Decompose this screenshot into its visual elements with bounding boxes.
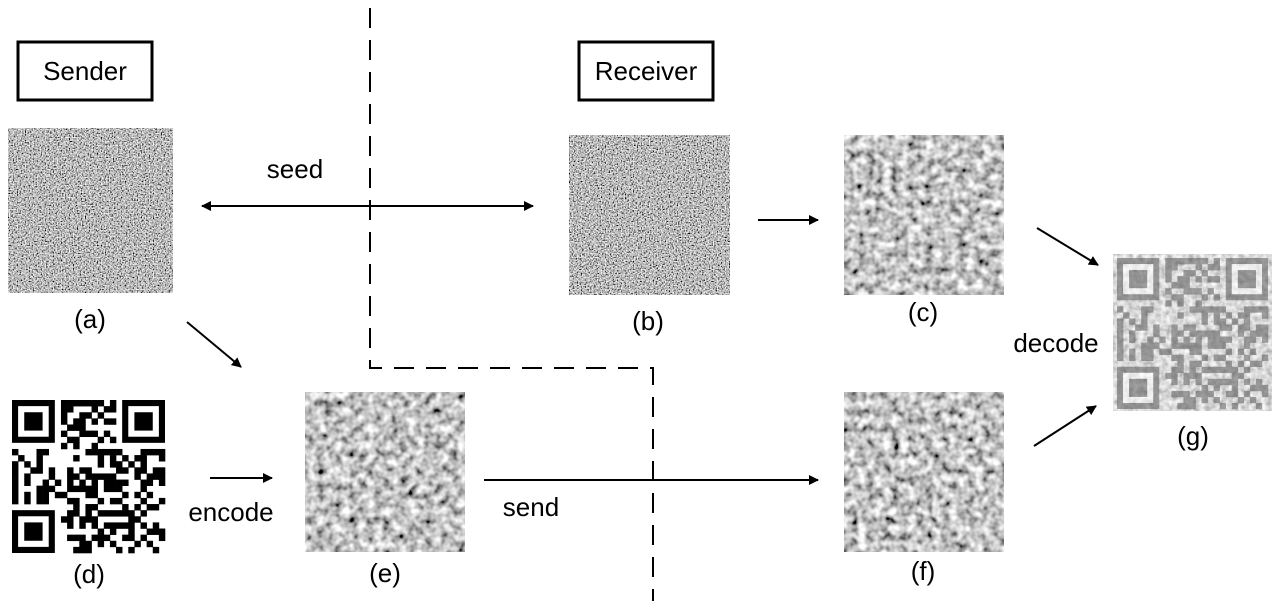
sender-box: Sender — [16, 40, 154, 102]
sender-label: Sender — [43, 56, 127, 86]
panel-f-texture-image — [844, 392, 1004, 552]
a-to-e-arrow — [186, 321, 242, 368]
panel-e-texture-image — [305, 392, 465, 552]
panel-g-label: (g) — [1177, 421, 1209, 451]
panel-d-label: (d) — [73, 559, 105, 589]
panel-c-label: (c) — [908, 297, 938, 327]
panel-f-label: (f) — [911, 556, 936, 586]
send-label: send — [503, 492, 559, 522]
qr-code-icon — [12, 400, 166, 554]
encode-label: encode — [188, 497, 273, 527]
receiver-box: Receiver — [577, 40, 715, 102]
sender-receiver-divider — [369, 8, 654, 601]
panel-a-noise-image — [8, 128, 173, 293]
panel-b-noise-image — [569, 135, 730, 295]
seed-label: seed — [267, 154, 323, 184]
decode-label: decode — [1013, 328, 1098, 358]
panel-c-texture-image — [844, 135, 1004, 295]
panel-g-decoded-image — [1113, 254, 1272, 411]
panel-b-label: (b) — [632, 306, 664, 336]
c-to-g-arrow — [1036, 227, 1099, 266]
f-to-g-arrow — [1033, 405, 1097, 447]
panel-e-label: (e) — [369, 558, 401, 588]
panel-a-label: (a) — [74, 304, 106, 334]
receiver-label: Receiver — [595, 56, 698, 86]
